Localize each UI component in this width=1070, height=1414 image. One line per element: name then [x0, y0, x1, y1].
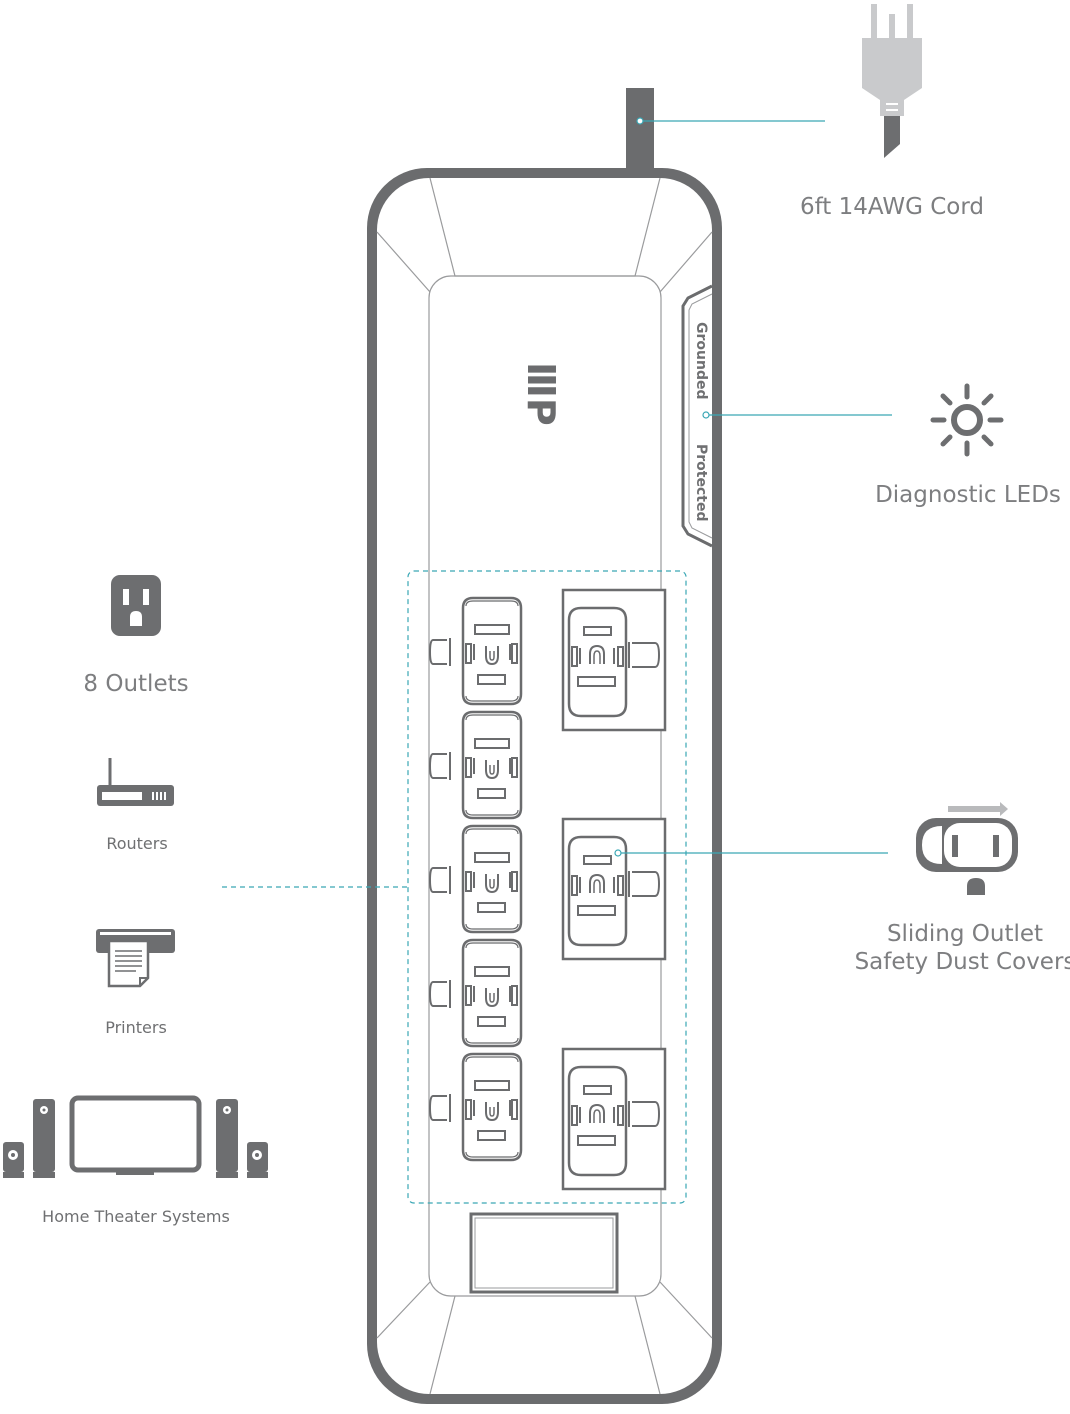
bottom-bevel — [376, 1281, 713, 1395]
covers-callout-label-line2: Safety Dust Covers — [855, 949, 1070, 975]
power-strip: Grounded Protected ⅢP — [367, 168, 722, 1404]
sun-icon — [930, 383, 1004, 457]
center-panel — [428, 275, 662, 1297]
outlets-callout-label: 8 Outlets — [83, 671, 188, 697]
outlet-right-1[interactable] — [561, 588, 667, 732]
callout-lines — [222, 117, 892, 888]
printers-label: Printers — [105, 1018, 167, 1037]
led-label-protected: Protected — [693, 444, 709, 521]
outlet-icon — [111, 575, 161, 636]
power-cord — [626, 88, 654, 178]
covers-callout-label-line1: Sliding Outlet — [887, 921, 1043, 947]
home-theater-icon — [3, 1095, 268, 1178]
cord-callout-label: 6ft 14AWG Cord — [800, 194, 984, 220]
power-switch[interactable] — [469, 1212, 619, 1294]
routers-label: Routers — [106, 834, 167, 853]
led-leader-dot — [702, 411, 710, 419]
strip-inner-face — [377, 178, 712, 1394]
cord-leader-dot — [636, 117, 644, 125]
outlet-right-3[interactable] — [561, 1047, 667, 1191]
home-theater-label: Home Theater Systems — [42, 1207, 230, 1226]
plug-icon — [862, 4, 922, 158]
outlet-right-2[interactable] — [561, 817, 667, 961]
led-label-grounded: Grounded — [693, 322, 709, 400]
cover-leader-dot — [614, 849, 622, 857]
led-callout-label: Diagnostic LEDs — [875, 482, 1061, 508]
brand-mark: ⅢP — [519, 362, 563, 426]
dust-cover-icon — [916, 802, 1018, 895]
power-switch-inner — [474, 1217, 614, 1289]
router-icon — [97, 758, 174, 806]
outlet-group-outline — [407, 570, 687, 1204]
led-panel — [681, 284, 713, 548]
printer-icon — [96, 929, 175, 988]
led-panel-inner — [688, 293, 713, 539]
